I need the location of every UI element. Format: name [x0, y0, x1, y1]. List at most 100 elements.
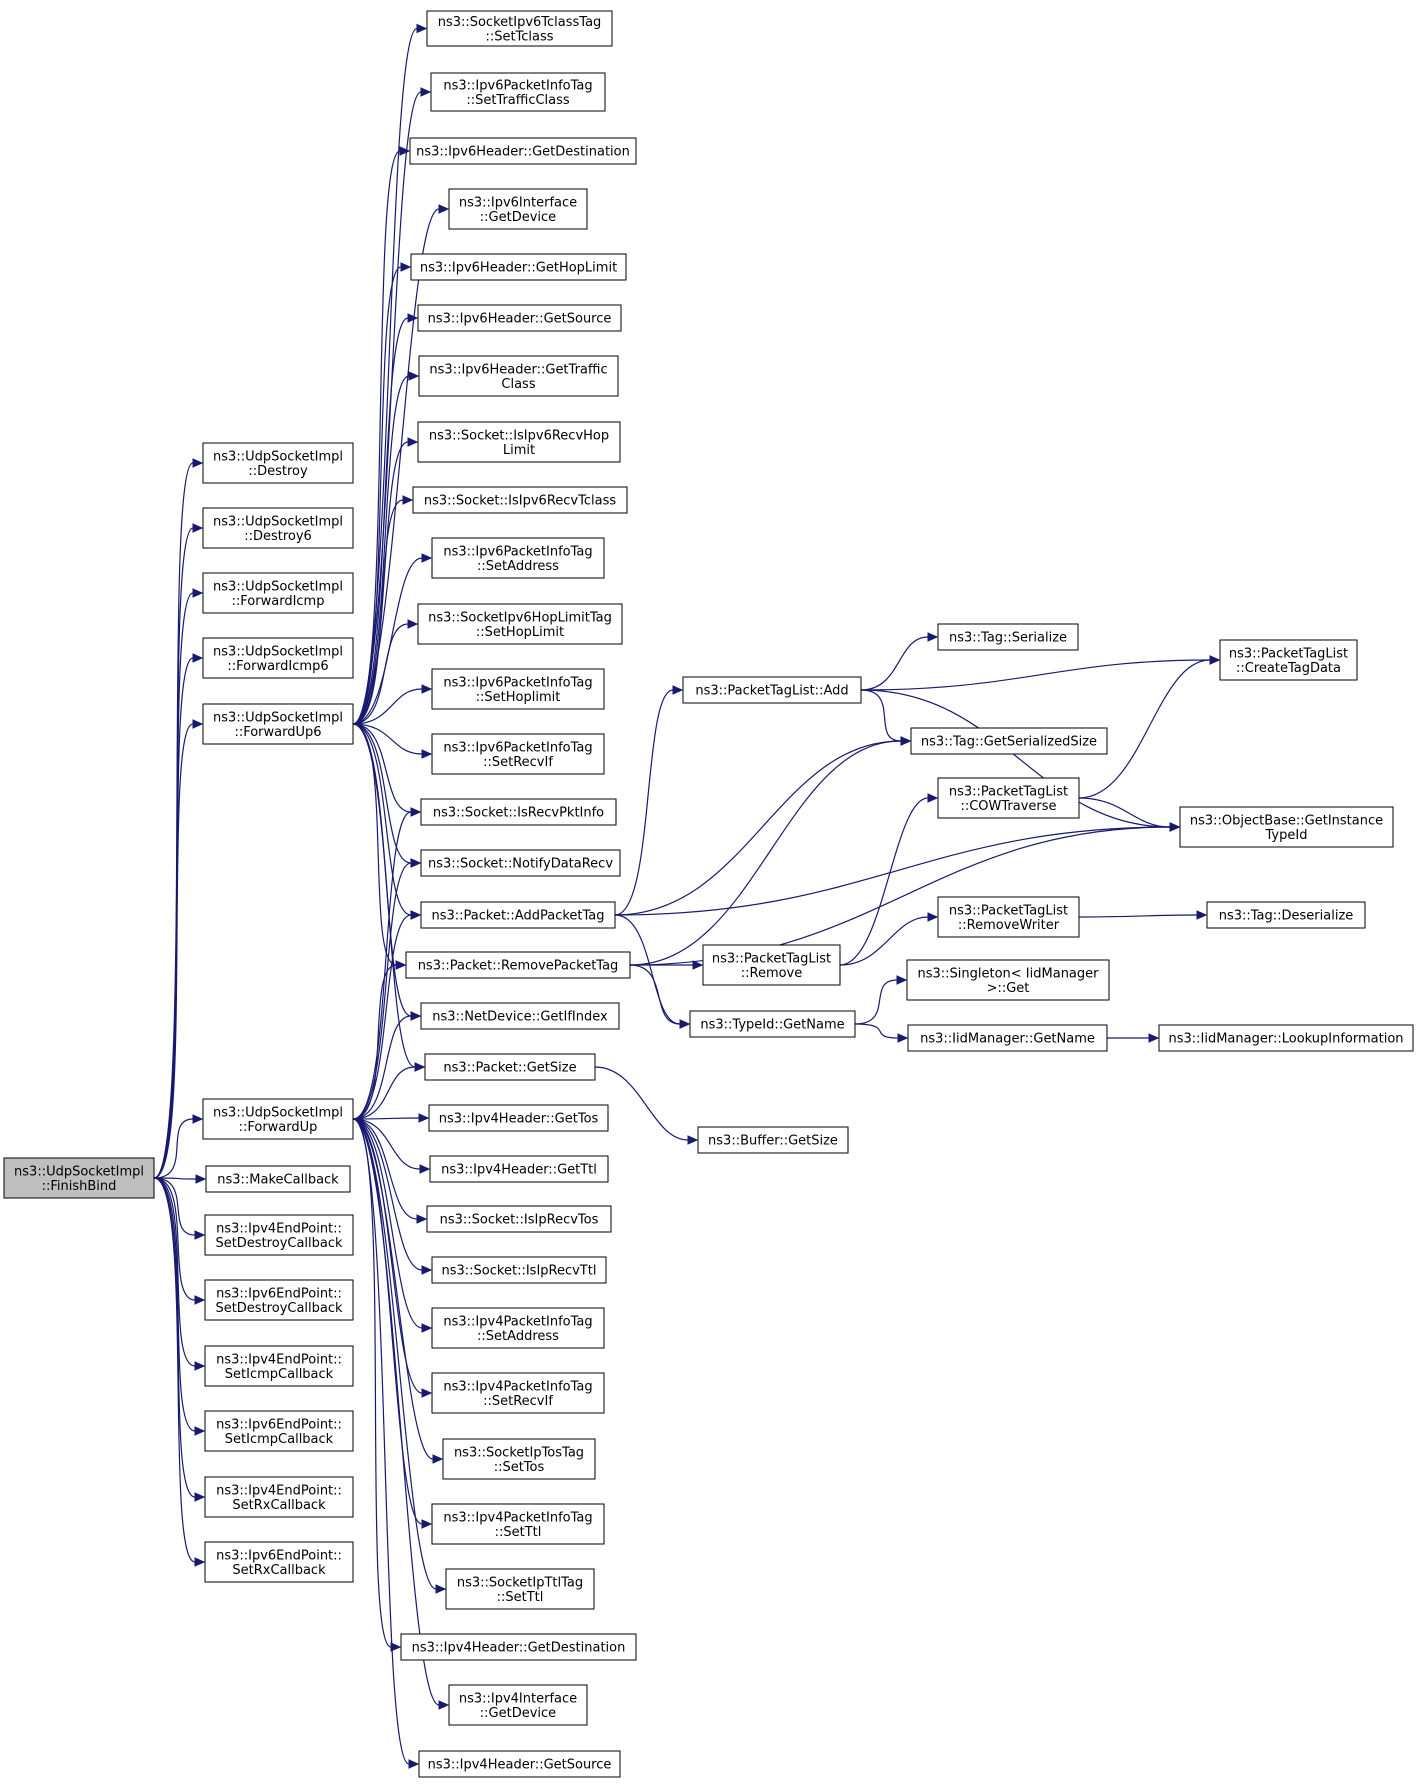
node-iptos[interactable]: ns3::Socket::IsIpRecvTos [426, 1205, 612, 1233]
arrowhead [421, 1265, 433, 1275]
node-lookup[interactable]: ns3::IidManager::LookupInformation [1158, 1024, 1414, 1052]
edge-line [352, 375, 410, 725]
edge-fwdup6-to-s6tc [352, 495, 414, 725]
node-ep6icmp[interactable]: ns3::Ipv6EndPoint::SetIcmpCallback [204, 1410, 354, 1452]
edge-fwdup-to-notify [352, 858, 422, 1120]
node-box [202, 442, 354, 484]
node-makecb[interactable]: ns3::MakeCallback [205, 1165, 351, 1193]
node-singleton[interactable]: ns3::Singleton< IidManager>::Get [906, 959, 1110, 1001]
node-box [426, 1205, 612, 1233]
node-pi6tc[interactable]: ns3::Ipv6PacketInfoTag::SetTrafficClass [430, 72, 606, 112]
node-pi4addr[interactable]: ns3::Ipv4PacketInfoTag::SetAddress [431, 1307, 605, 1349]
arrowhead [408, 1759, 420, 1769]
node-rmtag[interactable]: ns3::Packet::RemovePacketTag [405, 951, 631, 979]
node-iidname[interactable]: ns3::IidManager::GetName [907, 1024, 1108, 1052]
node-label: ns3::NetDevice::GetIfIndex [432, 1010, 608, 1025]
node-pi6rif[interactable]: ns3::Ipv6PacketInfoTag::SetRecvIf [431, 733, 605, 775]
node-cow[interactable]: ns3::PacketTagList::COWTraverse [937, 777, 1080, 819]
node-box [417, 603, 623, 645]
node-t6hop[interactable]: ns3::SocketIpv6HopLimitTag::SetHopLimit [417, 603, 623, 645]
node-box [400, 1633, 637, 1661]
node-box [431, 1372, 605, 1414]
edge-fwdup6-to-t6hop [352, 619, 419, 725]
node-label: ns3::Ipv4EndPoint:: [216, 1352, 342, 1367]
node-box [424, 1053, 596, 1081]
node-getname[interactable]: ns3::TypeId::GetName [689, 1010, 856, 1038]
node-destroy[interactable]: ns3::UdpSocketImpl::Destroy [202, 442, 354, 484]
node-fwdup6[interactable]: ns3::UdpSocketImpl::ForwardUp6 [202, 703, 354, 745]
node-getifidx[interactable]: ns3::NetDevice::GetIfIndex [420, 1002, 620, 1030]
node-ptlrm[interactable]: ns3::PacketTagList::Remove [702, 944, 841, 986]
node-ptladd[interactable]: ns3::PacketTagList::Add [682, 676, 862, 704]
node-notify[interactable]: ns3::Socket::NotifyDataRecv [420, 849, 621, 877]
node-getsize[interactable]: ns3::Packet::GetSize [424, 1053, 596, 1081]
node-root[interactable]: ns3::UdpSocketImpl::FinishBind [3, 1157, 155, 1199]
node-fwdup[interactable]: ns3::UdpSocketImpl::ForwardUp [202, 1098, 354, 1140]
node-ep4destroy[interactable]: ns3::Ipv4EndPoint::SetDestroyCallback [204, 1214, 354, 1256]
node-tostag[interactable]: ns3::SocketIpTosTag::SetTos [442, 1438, 596, 1480]
edge-root-to-ep4destroy [153, 1177, 206, 1240]
node-box [205, 1165, 351, 1193]
node-label: TypeId [1265, 828, 1308, 843]
node-h4ttl[interactable]: ns3::Ipv4Header::GetTtl [429, 1155, 609, 1183]
node-recvpkt[interactable]: ns3::Socket::IsRecvPktInfo [420, 798, 617, 826]
node-ep6destroy[interactable]: ns3::Ipv6EndPoint::SetDestroyCallback [204, 1279, 354, 1321]
node-destroy6[interactable]: ns3::UdpSocketImpl::Destroy6 [202, 507, 354, 549]
node-s6tc[interactable]: ns3::Socket::IsIpv6RecvTclass [412, 486, 628, 514]
node-label: ::SetAddress [477, 1329, 559, 1344]
node-h4src[interactable]: ns3::Ipv4Header::GetSource [418, 1750, 621, 1778]
node-if4dev[interactable]: ns3::Ipv4Interface::GetDevice [448, 1684, 588, 1726]
node-ep4icmp[interactable]: ns3::Ipv4EndPoint::SetIcmpCallback [204, 1345, 354, 1387]
node-ipttl[interactable]: ns3::Socket::IsIpRecvTtl [431, 1256, 607, 1284]
node-label: Class [501, 377, 535, 392]
node-box [689, 1010, 856, 1038]
node-label: ::SetRecvIf [483, 755, 553, 770]
node-box [428, 1104, 609, 1132]
node-createtag[interactable]: ns3::PacketTagList::CreateTagData [1219, 639, 1358, 681]
arrowhead [195, 1174, 207, 1184]
node-pi6addr[interactable]: ns3::Ipv6PacketInfoTag::SetAddress [431, 537, 605, 579]
node-tagser[interactable]: ns3::Tag::Serialize [937, 623, 1079, 651]
node-fwdicmp[interactable]: ns3::UdpSocketImpl::ForwardIcmp [202, 572, 354, 614]
node-ep6rx[interactable]: ns3::Ipv6EndPoint::SetRxCallback [204, 1541, 354, 1583]
node-label: ::SetTrafficClass [466, 93, 570, 108]
node-label: ns3::Ipv4Header::GetDestination [412, 1641, 626, 1656]
node-tagdeser[interactable]: ns3::Tag::Deserialize [1206, 901, 1366, 929]
edge-root-to-makecb [153, 1174, 207, 1184]
edge-addtag-to-tagsz [614, 736, 912, 916]
node-label: ns3::UdpSocketImpl [213, 644, 343, 659]
node-pi6hop[interactable]: ns3::Ipv6PacketInfoTag::SetHoplimit [431, 668, 605, 710]
node-rmwriter[interactable]: ns3::PacketTagList::RemoveWriter [937, 896, 1080, 938]
node-label: ns3::Ipv4Header::GetSource [428, 1758, 612, 1773]
arrowhead [438, 204, 450, 214]
node-addtag[interactable]: ns3::Packet::AddPacketTag [420, 901, 616, 929]
node-ttltag[interactable]: ns3::SocketIpTtlTag::SetTtl [445, 1568, 595, 1610]
node-h6hop[interactable]: ns3::Ipv6Header::GetHopLimit [410, 253, 627, 281]
arrowhead [192, 523, 204, 533]
node-h6src[interactable]: ns3::Ipv6Header::GetSource [417, 304, 622, 332]
node-h4dst[interactable]: ns3::Ipv4Header::GetDestination [400, 1633, 637, 1661]
node-pi4ttl[interactable]: ns3::Ipv4PacketInfoTag::SetTtl [431, 1503, 605, 1545]
node-pi4rif[interactable]: ns3::Ipv4PacketInfoTag::SetRecvIf [431, 1372, 605, 1414]
edge-line [352, 1118, 418, 1220]
edge-fwdup6-to-if6dev [352, 204, 450, 725]
node-label: ns3::Ipv6PacketInfoTag [443, 78, 592, 93]
node-label: ns3::Ipv6Header::GetDestination [416, 145, 630, 160]
node-h4tos[interactable]: ns3::Ipv4Header::GetTos [428, 1104, 609, 1132]
edge-getname-to-singleton [854, 975, 908, 1025]
node-bufsize[interactable]: ns3::Buffer::GetSize [697, 1126, 849, 1154]
node-ep4rx[interactable]: ns3::Ipv4EndPoint::SetRxCallback [204, 1476, 354, 1518]
node-label: ns3::Tag::Serialize [949, 631, 1067, 646]
node-h6dst[interactable]: ns3::Ipv6Header::GetDestination [409, 137, 637, 165]
node-t6tclass[interactable]: ns3::SocketIpv6TclassTag::SetTclass [426, 10, 613, 47]
node-label: ns3::Ipv6Header::GetTraffic [429, 362, 607, 377]
edge-line [352, 208, 440, 725]
edge-line [1078, 914, 1198, 918]
node-fwdicmp6[interactable]: ns3::UdpSocketImpl::ForwardIcmp6 [202, 637, 354, 679]
node-if6dev[interactable]: ns3::Ipv6Interface::GetDevice [448, 188, 588, 230]
node-tagsz[interactable]: ns3::Tag::GetSerializedSize [910, 727, 1108, 755]
edge-line [352, 1066, 416, 1120]
